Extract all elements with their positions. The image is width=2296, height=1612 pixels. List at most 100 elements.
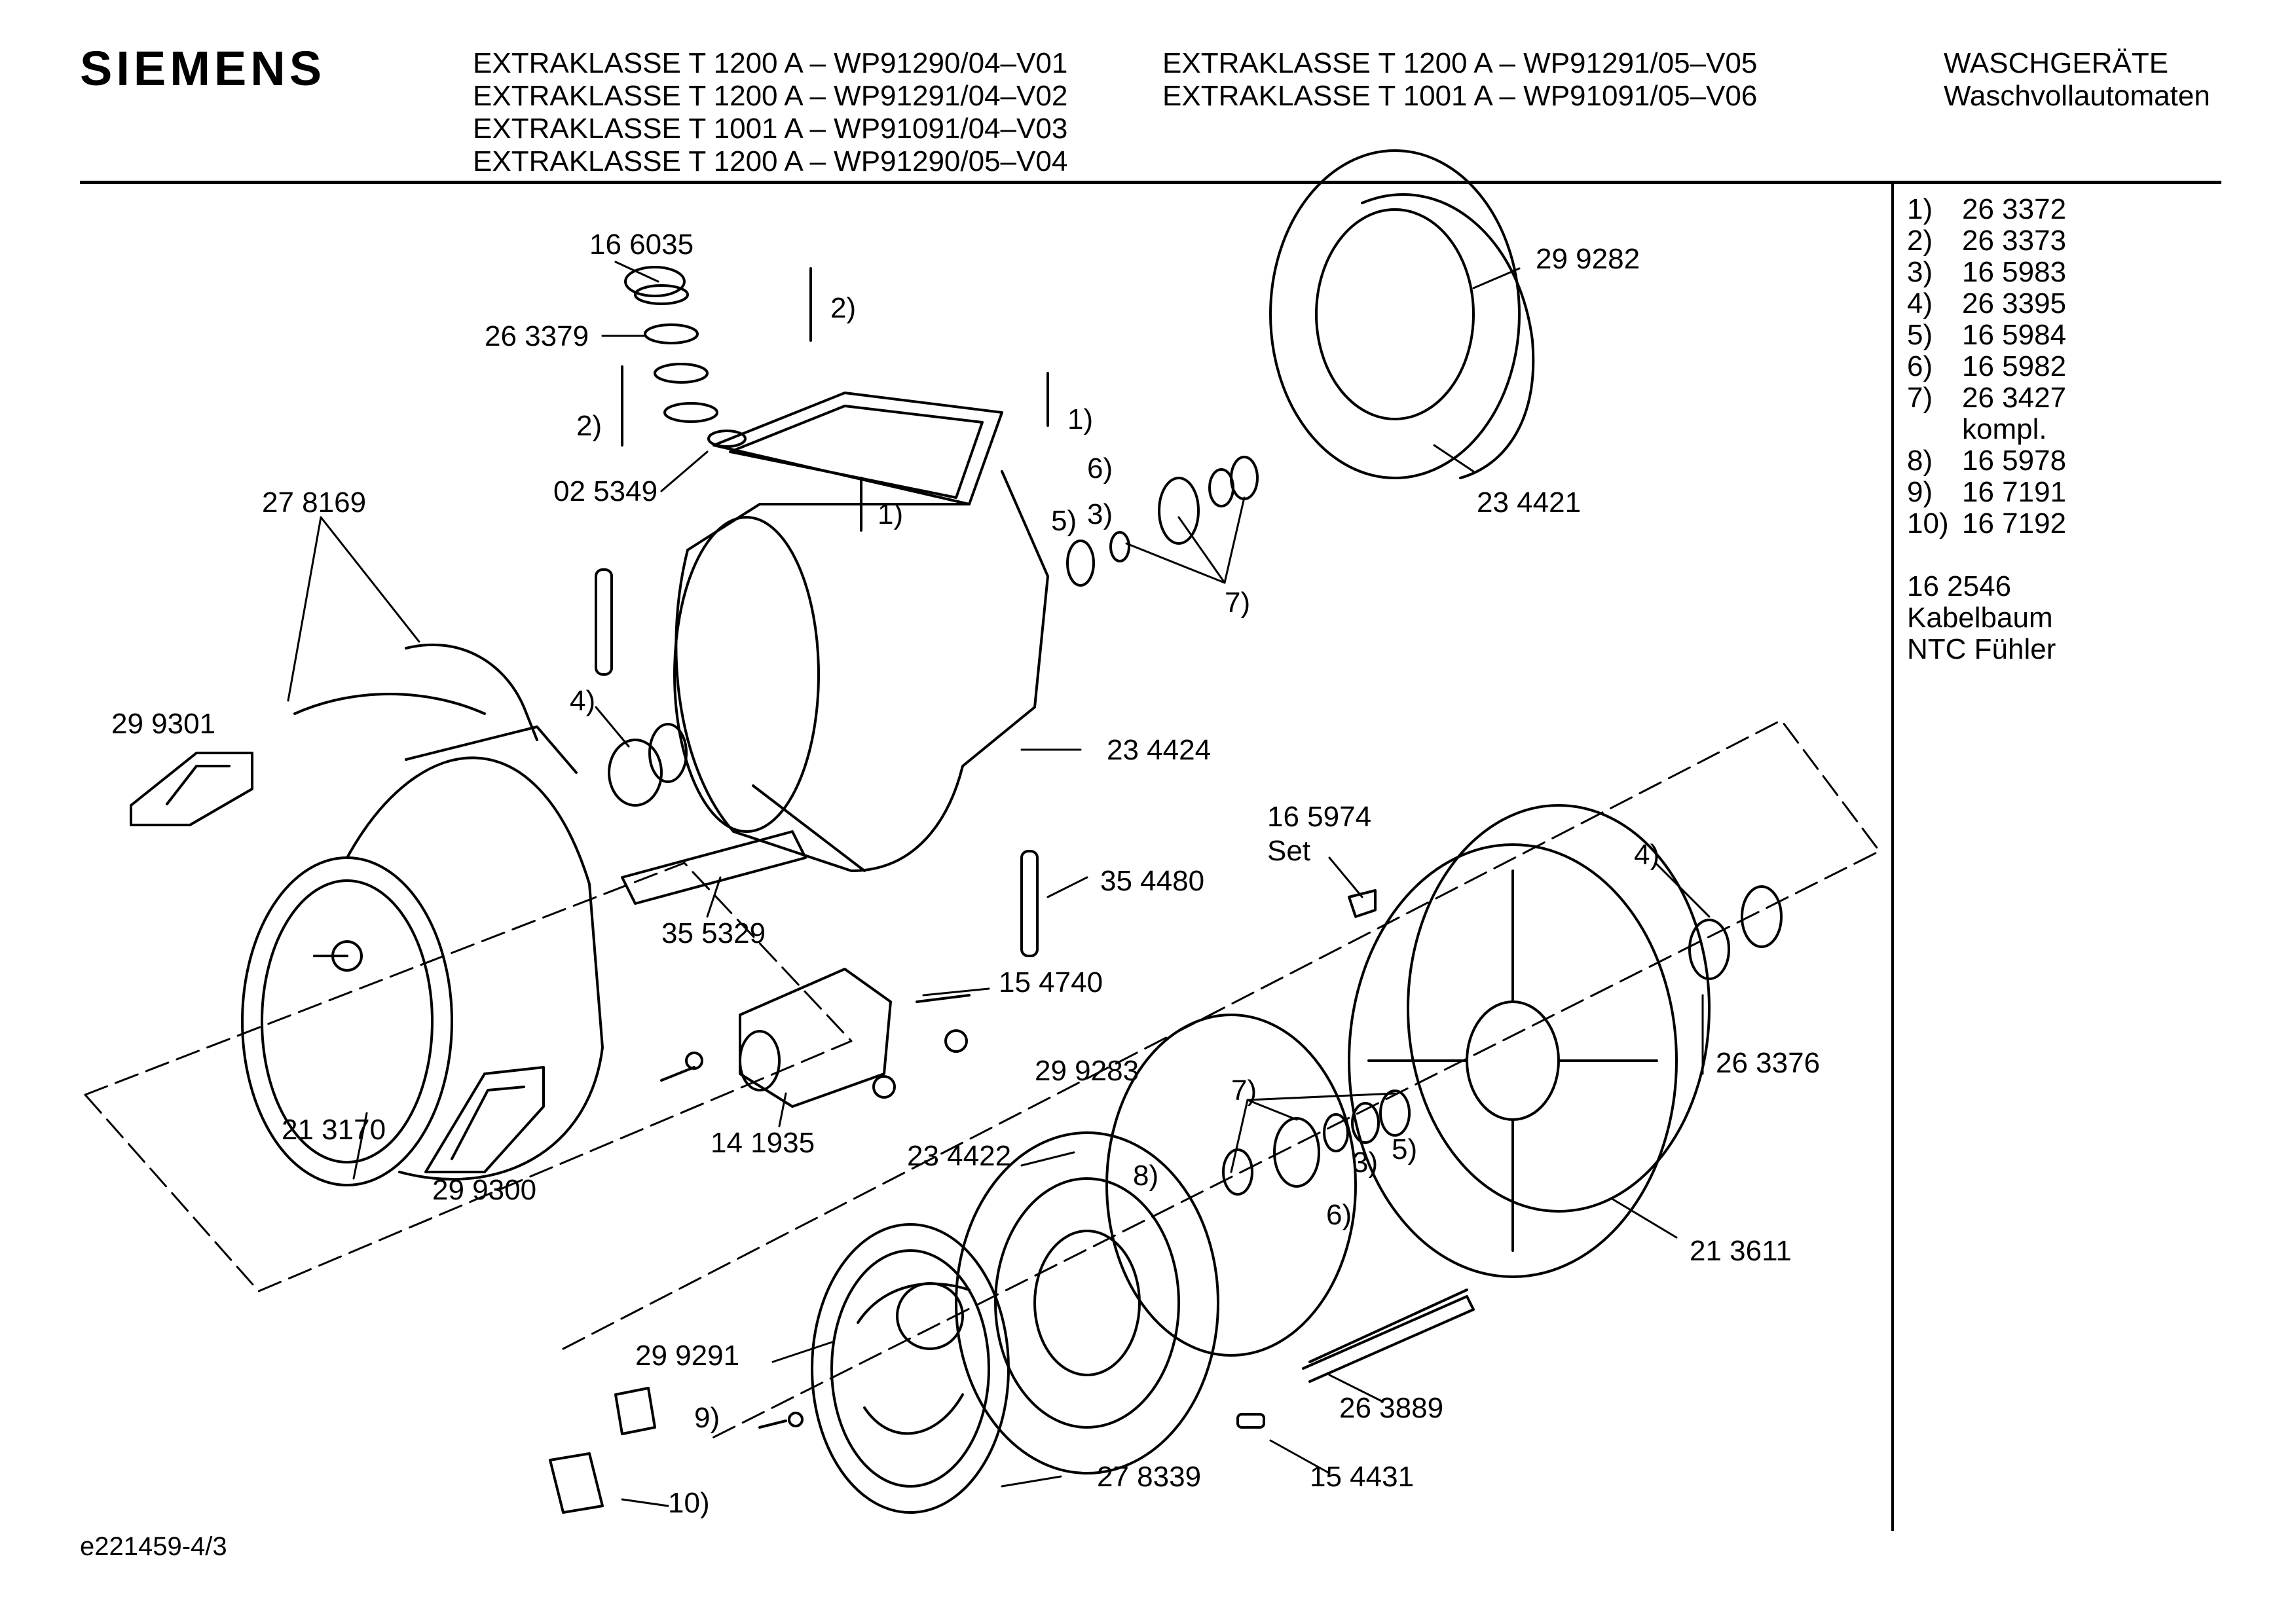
legend-number: 3) bbox=[1907, 256, 1933, 288]
legend-number: 7) bbox=[1907, 382, 1933, 414]
heating-element bbox=[1302, 1289, 1475, 1383]
model-line: EXTRAKLASSE T 1200 A – WP91290/05–V04 bbox=[473, 145, 1068, 177]
legend-number: 6) bbox=[1907, 350, 1933, 382]
callout-ref: 2) bbox=[830, 292, 856, 324]
legend-part: 26 3427 bbox=[1962, 382, 2067, 414]
rear-tub-shell bbox=[1269, 149, 1535, 479]
callout-ref: 4) bbox=[1634, 839, 1659, 871]
part-label: 27 8169 bbox=[262, 486, 366, 519]
model-line: EXTRAKLASSE T 1200 A – WP91291/04–V02 bbox=[473, 80, 1068, 112]
part-label: 23 4422 bbox=[907, 1140, 1011, 1172]
bearing-cross bbox=[1348, 843, 1678, 1278]
legend-number: 5) bbox=[1907, 319, 1933, 351]
part-label: 29 9291 bbox=[635, 1340, 739, 1372]
part-label: 21 3170 bbox=[282, 1114, 386, 1146]
part-label: 26 3379 bbox=[485, 320, 589, 352]
siemens-logo: SIEMENS bbox=[80, 41, 326, 96]
model-line: EXTRAKLASSE T 1001 A – WP91091/05–V06 bbox=[1162, 80, 1758, 112]
category-subtitle: Waschvollautomaten bbox=[1944, 80, 2210, 112]
leader-lines bbox=[287, 261, 1711, 1507]
callout-ref: 1) bbox=[1067, 403, 1093, 435]
legend-part: 16 5983 bbox=[1962, 256, 2067, 288]
callout-ref: 9) bbox=[694, 1402, 720, 1434]
part-label: 29 9283 bbox=[1035, 1055, 1139, 1087]
drum-pulley bbox=[811, 1223, 1010, 1514]
ntc-sensor bbox=[1236, 1413, 1265, 1429]
legend-part: 26 3395 bbox=[1962, 287, 2067, 320]
legend-number: 4) bbox=[1907, 287, 1933, 320]
screw-and-bushing bbox=[872, 994, 971, 1099]
dashed-assembly-plane bbox=[84, 719, 1881, 1442]
callout-ref: 1) bbox=[878, 498, 903, 530]
legend-part: 26 3373 bbox=[1962, 225, 2067, 257]
part-label: 26 3889 bbox=[1339, 1392, 1443, 1424]
legend-part: kompl. bbox=[1962, 413, 2047, 445]
model-line: EXTRAKLASSE T 1200 A – WP91290/04–V01 bbox=[473, 47, 1068, 79]
part-label: 23 4421 bbox=[1477, 486, 1581, 519]
callout-ref: 3) bbox=[1352, 1146, 1378, 1179]
heater-plate bbox=[621, 830, 807, 905]
part-label: 29 9301 bbox=[111, 708, 215, 740]
part-label: 02 5349 bbox=[553, 475, 657, 507]
legend-number: 8) bbox=[1907, 445, 1933, 477]
callout-labels: 16 6035 26 3379 2) 2) 1) 1) 02 5349 27 8… bbox=[111, 229, 1820, 1519]
legend-row: kompl. bbox=[1907, 414, 2066, 445]
tub-seal-ring bbox=[1105, 1014, 1357, 1357]
hose-clip bbox=[293, 693, 486, 715]
category-block: WASCHGERÄTE Waschvollautomaten bbox=[1944, 47, 2210, 113]
legend-number: 2) bbox=[1907, 225, 1933, 257]
legend-row: 5) 16 5984 bbox=[1907, 320, 2066, 351]
part-label: 29 9300 bbox=[432, 1174, 536, 1206]
callout-ref: 5) bbox=[1051, 505, 1077, 537]
part-label: 16 5974 bbox=[1267, 801, 1371, 833]
model-line: EXTRAKLASSE T 1200 A – WP91291/05–V05 bbox=[1162, 47, 1758, 79]
callout-ref: 4) bbox=[570, 685, 595, 717]
legend-row: 6)16 5982 bbox=[1907, 351, 2066, 382]
legend-row: 10)16 7192 bbox=[1907, 508, 2066, 540]
legend-row: 3) 16 5983 bbox=[1907, 257, 2066, 288]
category-title: WASCHGERÄTE bbox=[1944, 47, 2169, 79]
parts-legend: 1)26 3372 2)26 3373 3)16 5983 4)26 3395 … bbox=[1907, 194, 2066, 665]
legend-part: 16 5978 bbox=[1962, 445, 2067, 477]
legend-number: 9) bbox=[1907, 476, 1933, 508]
extra-part-name: NTC Fühler bbox=[1907, 633, 2056, 665]
part-label: 14 1935 bbox=[711, 1127, 815, 1159]
front-tub-shell bbox=[955, 1131, 1219, 1475]
part-label: 35 4480 bbox=[1100, 865, 1204, 897]
legend-row: 2) 26 3373 bbox=[1907, 225, 2066, 257]
legend-row: 8) 16 5978 bbox=[1907, 445, 2066, 477]
legend-part: 16 5984 bbox=[1962, 319, 2067, 351]
callout-ref: 7) bbox=[1231, 1074, 1257, 1107]
legend-row: 1)26 3372 bbox=[1907, 194, 2066, 225]
bearing-seal-set bbox=[1222, 1090, 1411, 1196]
part-label: 15 4431 bbox=[1310, 1461, 1414, 1493]
callout-ref: 6) bbox=[1087, 452, 1113, 485]
bearing-seal-set bbox=[1688, 885, 1783, 980]
part-label: Set bbox=[1267, 835, 1310, 867]
thermostat-clip bbox=[1348, 889, 1377, 918]
drawing-reference: e221459-4/3 bbox=[80, 1532, 227, 1561]
legend-part: 16 7191 bbox=[1962, 476, 2067, 508]
extra-part-name: Kabelbaum bbox=[1907, 602, 2053, 634]
tub-seal-ring bbox=[1407, 804, 1711, 1213]
part-label: 21 3611 bbox=[1690, 1235, 1792, 1267]
spring bbox=[621, 267, 1049, 532]
legend-part: 16 7192 bbox=[1962, 507, 2067, 540]
tub-housing bbox=[673, 392, 1049, 872]
model-list-left: EXTRAKLASSE T 1200 A – WP91290/04–V01 EX… bbox=[473, 47, 1067, 178]
model-line: EXTRAKLASSE T 1001 A – WP91091/04–V03 bbox=[473, 113, 1068, 145]
callout-ref: 3) bbox=[1087, 498, 1113, 530]
legend-part: 26 3372 bbox=[1962, 193, 2067, 225]
callout-ref: 10) bbox=[668, 1487, 710, 1519]
extra-part-number: 16 2546 bbox=[1907, 570, 2012, 602]
part-label: 35 5329 bbox=[661, 917, 766, 949]
counterweight-block bbox=[424, 1066, 545, 1173]
legend-row: 4) 26 3395 bbox=[1907, 288, 2066, 320]
part-label: 23 4424 bbox=[1107, 734, 1211, 766]
legend-row: 7) 26 3427 bbox=[1907, 382, 2066, 414]
drive-motor bbox=[660, 968, 892, 1108]
counterweight-block bbox=[130, 752, 253, 826]
legend-divider bbox=[1891, 183, 1894, 1531]
part-label: 27 8339 bbox=[1097, 1461, 1201, 1493]
